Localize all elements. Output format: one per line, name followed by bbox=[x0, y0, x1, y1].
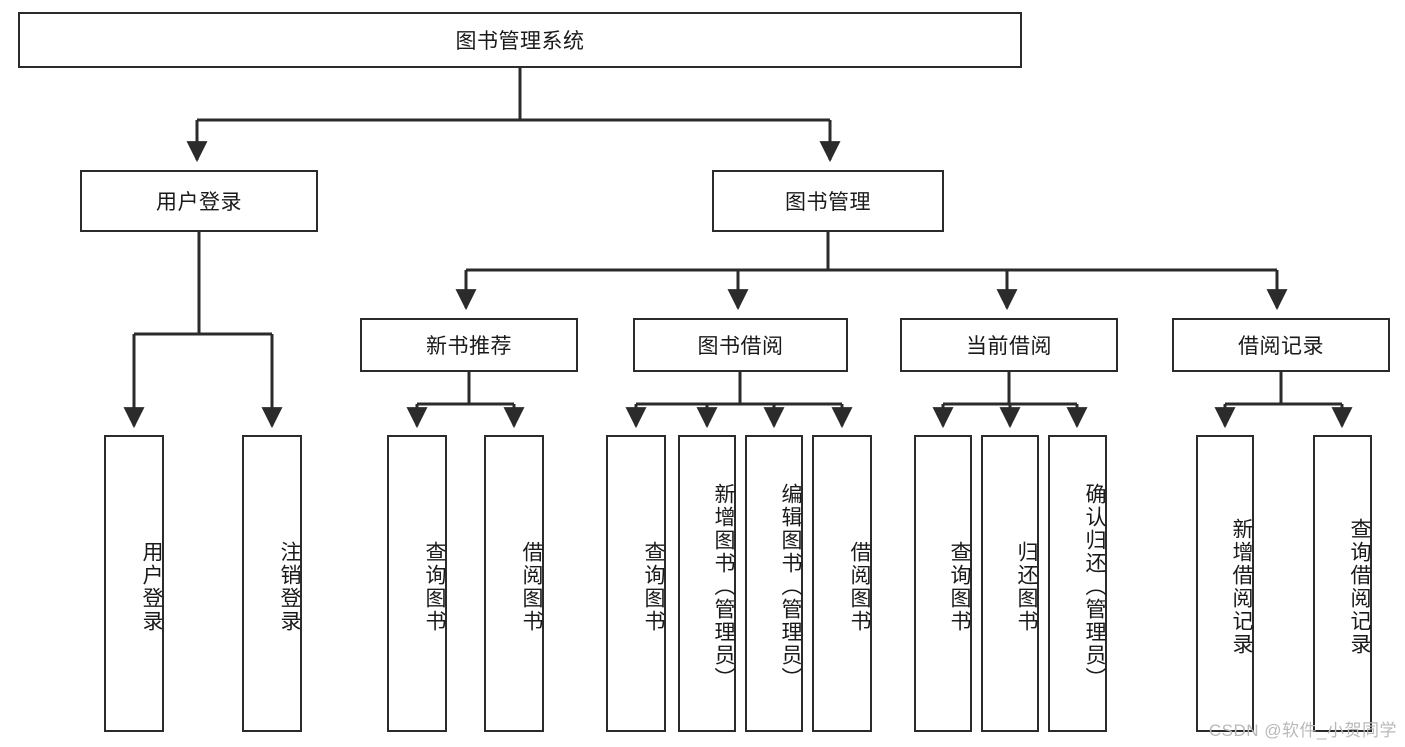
node-leaf-confirm-return-admin[interactable]: 确认归还（管理员） bbox=[1048, 435, 1107, 732]
node-leaf-user-login[interactable]: 用户登录 bbox=[104, 435, 164, 732]
node-label: 确认归还（管理员） bbox=[1083, 483, 1106, 690]
node-label: 查询图书 bbox=[948, 540, 971, 633]
node-leaf-query-book-borrow[interactable]: 查询图书 bbox=[606, 435, 666, 732]
node-label: 查询借阅记录 bbox=[1348, 517, 1371, 656]
node-label: 图书管理 bbox=[785, 191, 871, 214]
node-label: 编辑图书（管理员） bbox=[779, 483, 802, 690]
node-label: 用户登录 bbox=[156, 191, 242, 214]
node-label: 查询图书 bbox=[423, 540, 446, 633]
node-label: 用户登录 bbox=[140, 540, 163, 633]
node-label: 借阅图书 bbox=[520, 540, 543, 633]
node-level3-current-borrow[interactable]: 当前借阅 bbox=[900, 318, 1118, 372]
node-level3-borrow-record[interactable]: 借阅记录 bbox=[1172, 318, 1390, 372]
node-label: 图书借阅 bbox=[697, 335, 784, 358]
node-leaf-query-book-recommend[interactable]: 查询图书 bbox=[387, 435, 447, 732]
node-label: 借阅记录 bbox=[1238, 335, 1324, 358]
node-label: 归还图书 bbox=[1015, 540, 1038, 633]
node-label: 图书管理系统 bbox=[455, 30, 585, 53]
node-leaf-query-borrow-record[interactable]: 查询借阅记录 bbox=[1313, 435, 1372, 732]
node-label: 新增借阅记录 bbox=[1230, 517, 1253, 656]
node-level3-book-borrow[interactable]: 图书借阅 bbox=[633, 318, 848, 372]
node-level2-user-login[interactable]: 用户登录 bbox=[80, 170, 318, 232]
node-label: 当前借阅 bbox=[966, 335, 1052, 358]
csdn-watermark: CSDN @软件_小贺同学 bbox=[1208, 721, 1397, 740]
node-level2-book-management[interactable]: 图书管理 bbox=[712, 170, 944, 232]
node-leaf-borrow-book-recommend[interactable]: 借阅图书 bbox=[484, 435, 544, 732]
node-root[interactable]: 图书管理系统 bbox=[18, 12, 1022, 68]
node-label: 新书推荐 bbox=[426, 335, 512, 358]
node-leaf-add-borrow-record[interactable]: 新增借阅记录 bbox=[1196, 435, 1254, 732]
node-leaf-logout[interactable]: 注销登录 bbox=[242, 435, 302, 732]
node-label: 新增图书（管理员） bbox=[712, 483, 735, 690]
node-label: 注销登录 bbox=[278, 540, 301, 633]
node-label: 借阅图书 bbox=[848, 540, 871, 633]
node-level3-new-book-recommend[interactable]: 新书推荐 bbox=[360, 318, 578, 372]
node-leaf-add-book-admin[interactable]: 新增图书（管理员） bbox=[678, 435, 736, 732]
node-label: 查询图书 bbox=[642, 540, 665, 633]
node-leaf-query-book-current[interactable]: 查询图书 bbox=[914, 435, 972, 732]
node-leaf-edit-book-admin[interactable]: 编辑图书（管理员） bbox=[745, 435, 803, 732]
node-leaf-borrow-book[interactable]: 借阅图书 bbox=[812, 435, 872, 732]
node-leaf-return-book[interactable]: 归还图书 bbox=[981, 435, 1039, 732]
